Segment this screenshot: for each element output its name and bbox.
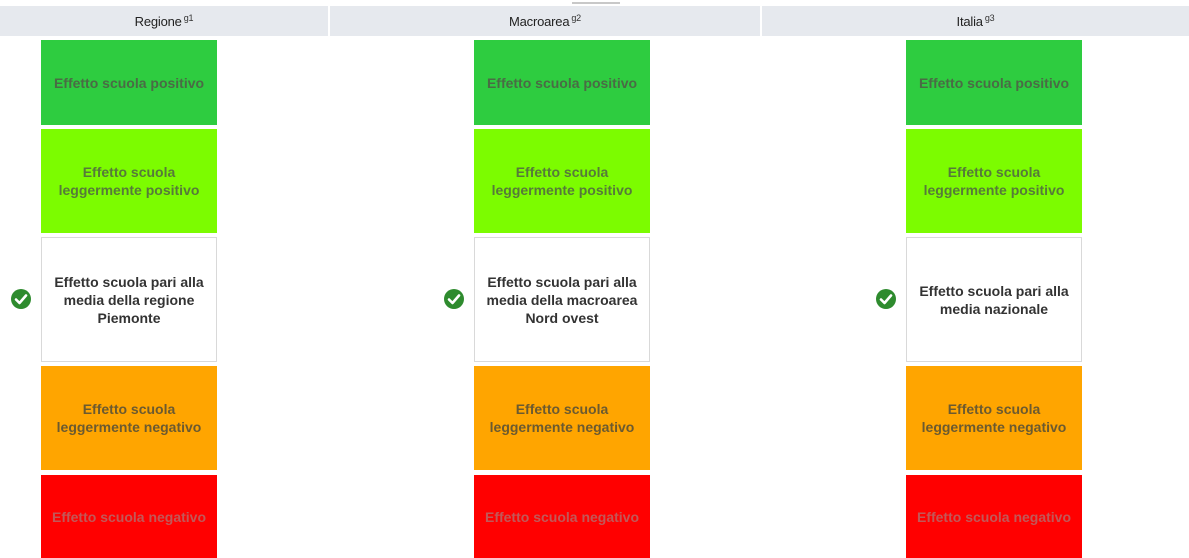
check-circle-icon (876, 289, 896, 309)
level-negative: Effetto scuola negativo (906, 475, 1082, 558)
footnote-marker[interactable]: g3 (984, 13, 995, 23)
header-label: Macroarea (509, 13, 570, 29)
header-label: Regione (134, 13, 182, 29)
footnote-marker[interactable]: g2 (571, 13, 581, 23)
level-positive: Effetto scuola positivo (474, 40, 650, 125)
level-slightly-negative: Effetto scuola leggermente negativo (41, 366, 217, 470)
level-slightly-negative: Effetto scuola leggermente negativo (906, 366, 1082, 470)
level-average: Effetto scuola pari alla media della mac… (474, 237, 650, 362)
level-negative: Effetto scuola negativo (41, 475, 217, 558)
level-slightly-positive: Effetto scuola leggermente positivo (41, 129, 217, 233)
level-negative: Effetto scuola negativo (474, 475, 650, 558)
footnote-marker[interactable]: g1 (183, 13, 194, 23)
header-label: Italia (956, 13, 983, 29)
level-average: Effetto scuola pari alla media nazionale (906, 237, 1082, 362)
header-fragment (572, 0, 620, 6)
check-circle-icon (11, 289, 31, 309)
level-average: Effetto scuola pari alla media della reg… (41, 237, 217, 362)
level-slightly-negative: Effetto scuola leggermente negativo (474, 366, 650, 470)
level-positive: Effetto scuola positivo (41, 40, 217, 125)
level-slightly-positive: Effetto scuola leggermente positivo (474, 129, 650, 233)
level-positive: Effetto scuola positivo (906, 40, 1082, 125)
level-slightly-positive: Effetto scuola leggermente positivo (906, 129, 1082, 233)
check-circle-icon (444, 289, 464, 309)
